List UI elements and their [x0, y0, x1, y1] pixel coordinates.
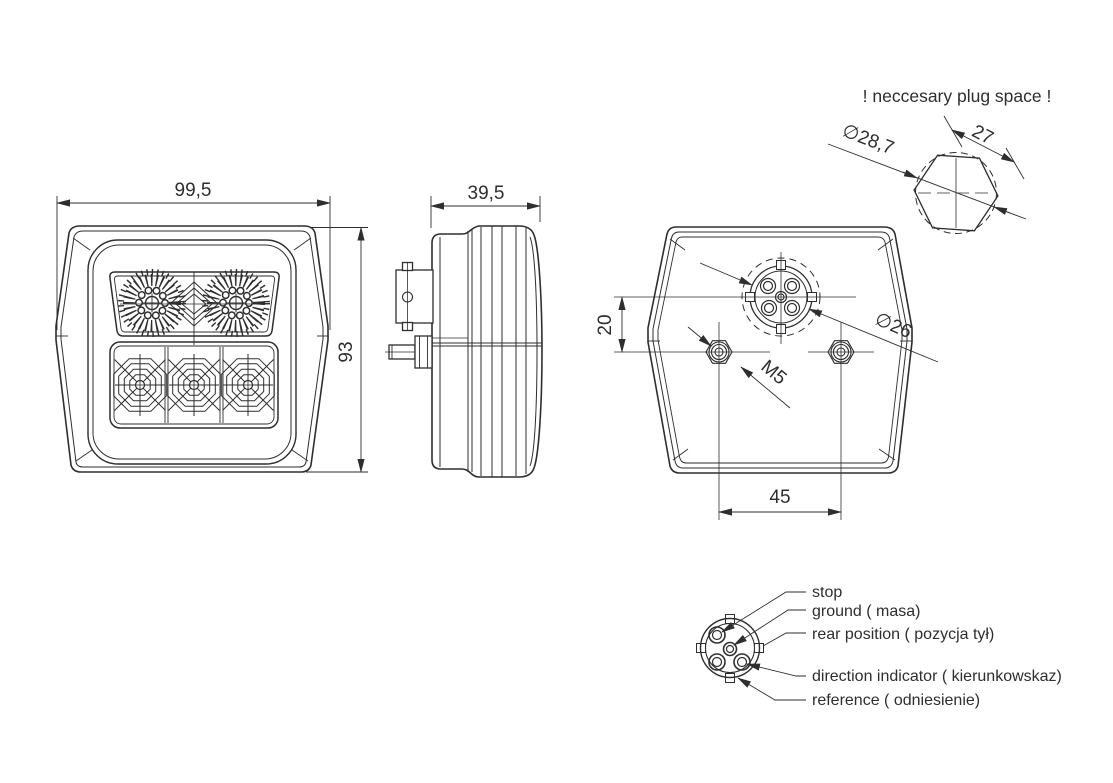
- side-mounting-stud: [385, 335, 433, 369]
- front-dimensions: [56, 196, 368, 473]
- pinout-diagram: [696, 591, 806, 701]
- side-contour-lines: [432, 226, 542, 477]
- side-dimensions: [430, 196, 541, 228]
- plug-space-note: ! neccesary plug space !: [863, 86, 1052, 106]
- front-view: [55, 196, 368, 473]
- dim-plug-diameter: ∅28,7: [839, 120, 897, 159]
- side-connector-bracket: [395, 261, 434, 332]
- plug-space-detail: [827, 115, 1027, 234]
- led-web-right: [220, 353, 276, 417]
- pin-label-stop: stop: [812, 584, 842, 601]
- side-view: [385, 196, 543, 478]
- pin-label-rear-position: rear position ( pozycja tył): [812, 626, 994, 643]
- stud-centerlines: [614, 322, 874, 520]
- led-web-center: [166, 353, 222, 417]
- dim-front-height: 93: [336, 341, 357, 362]
- back-dimensions: [618, 262, 939, 516]
- dim-front-width: 99,5: [175, 180, 212, 201]
- dim-stud-spacing: 45: [769, 487, 790, 508]
- dim-side-depth: 39,5: [468, 183, 505, 204]
- back-connector: [614, 252, 856, 344]
- back-corner-seams: [648, 238, 912, 461]
- pin-label-direction-indicator: direction indicator ( kierunkowskaz): [812, 668, 1062, 685]
- front-lower-led-panel: [109, 341, 279, 429]
- pin-label-reference: reference ( odniesienie): [812, 692, 980, 709]
- led-starburst-right: [205, 272, 267, 334]
- dim-stud-offset: 20: [595, 314, 616, 335]
- back-view: [614, 226, 939, 520]
- pin-label-ground: ground ( masa): [812, 603, 921, 620]
- dim-plug-across-flats: 27: [968, 121, 996, 149]
- plug-space-dimensions: [827, 115, 1027, 220]
- pinout-pins: [708, 626, 751, 671]
- led-web-left: [112, 353, 168, 417]
- led-starburst-left: [121, 272, 183, 334]
- front-upper-led-panel: [109, 272, 280, 345]
- pinout-leaders: [721, 591, 806, 701]
- front-corner-seams: [56, 237, 329, 462]
